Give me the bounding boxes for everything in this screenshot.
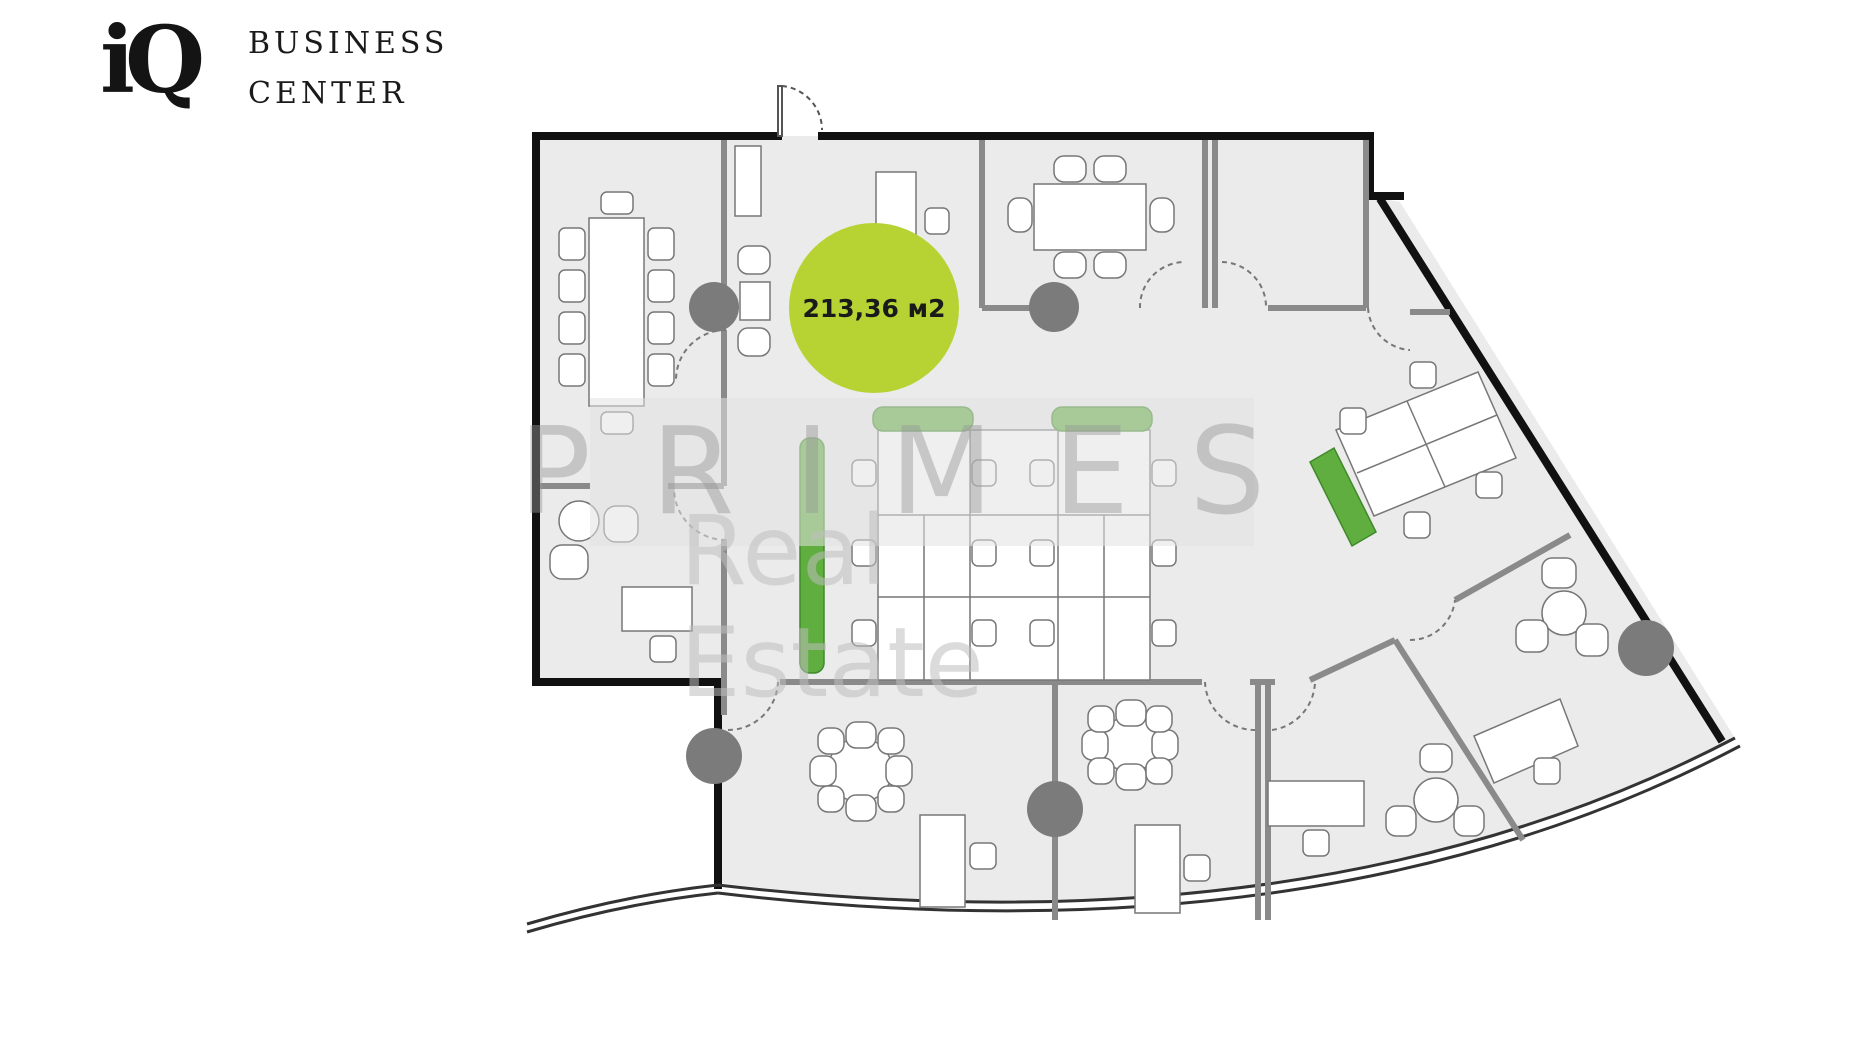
- logo-word-center: CENTER: [248, 76, 408, 111]
- chair: [877, 727, 905, 755]
- logo-mark: iQ: [100, 6, 205, 114]
- chair: [1533, 757, 1561, 785]
- desk: [1473, 698, 1579, 784]
- chair: [1302, 829, 1330, 857]
- chair: [1453, 805, 1485, 837]
- chair: [1515, 619, 1549, 653]
- round-table: [1413, 777, 1459, 823]
- column: [1027, 781, 1083, 837]
- chair: [1151, 619, 1177, 647]
- chair: [845, 721, 877, 749]
- watermark-real-estate: Real Estate: [680, 495, 1200, 719]
- column: [1029, 282, 1079, 332]
- chair: [558, 353, 586, 387]
- chair: [877, 785, 905, 813]
- chair: [647, 353, 675, 387]
- chair: [1419, 743, 1453, 773]
- chair: [558, 227, 586, 261]
- chair: [1151, 729, 1179, 761]
- cabinet: [734, 145, 762, 217]
- conference-table: [588, 217, 645, 407]
- chair: [1145, 757, 1173, 785]
- chair: [1081, 729, 1109, 761]
- chair: [558, 269, 586, 303]
- chair: [971, 619, 997, 647]
- structural-columns: [686, 282, 1674, 837]
- chair: [1183, 854, 1211, 882]
- chair: [600, 191, 634, 215]
- chair: [851, 619, 877, 647]
- chair: [1145, 705, 1173, 733]
- chair: [924, 207, 950, 235]
- chair: [549, 544, 589, 580]
- chair: [1053, 155, 1087, 183]
- area-label: 213,36 м2: [802, 293, 946, 323]
- chair: [1087, 705, 1115, 733]
- area-badge: 213,36 м2: [789, 223, 959, 393]
- column: [689, 282, 739, 332]
- side-table: [739, 281, 771, 321]
- conference-table: [1033, 183, 1147, 251]
- chair: [1339, 407, 1367, 435]
- chair: [558, 311, 586, 345]
- chair: [1475, 471, 1503, 499]
- desk: [919, 814, 966, 908]
- chair: [885, 755, 913, 787]
- chair: [1053, 251, 1087, 279]
- chair: [1093, 155, 1127, 183]
- column: [1618, 620, 1674, 676]
- curved-facade: [526, 736, 1741, 934]
- chair: [845, 794, 877, 822]
- chair: [1115, 763, 1147, 791]
- chair: [817, 727, 845, 755]
- round-table: [1541, 590, 1587, 636]
- chair: [737, 245, 771, 275]
- desk: [1134, 824, 1181, 914]
- chair: [647, 311, 675, 345]
- chair: [1087, 757, 1115, 785]
- chair: [647, 269, 675, 303]
- chair: [1007, 197, 1033, 233]
- chair: [649, 635, 677, 663]
- chair: [1541, 557, 1577, 589]
- chair: [809, 755, 837, 787]
- chair: [969, 842, 997, 870]
- chair: [1093, 251, 1127, 279]
- logo: iQ BUSINESS CENTER: [100, 14, 460, 144]
- desk: [1267, 780, 1365, 827]
- chair: [647, 227, 675, 261]
- chair: [1149, 197, 1175, 233]
- chair: [817, 785, 845, 813]
- column: [686, 728, 742, 784]
- logo-word-business: BUSINESS: [248, 26, 449, 61]
- chair: [1409, 361, 1437, 389]
- entrance-door: [777, 85, 824, 137]
- desk: [621, 586, 693, 632]
- plant-bed: [1309, 446, 1377, 548]
- chair: [1385, 805, 1417, 837]
- watermark-primes: PRIMES: [519, 398, 1265, 546]
- chair: [1029, 619, 1055, 647]
- chair: [1575, 623, 1609, 657]
- chair: [737, 327, 771, 357]
- chair: [1403, 511, 1431, 539]
